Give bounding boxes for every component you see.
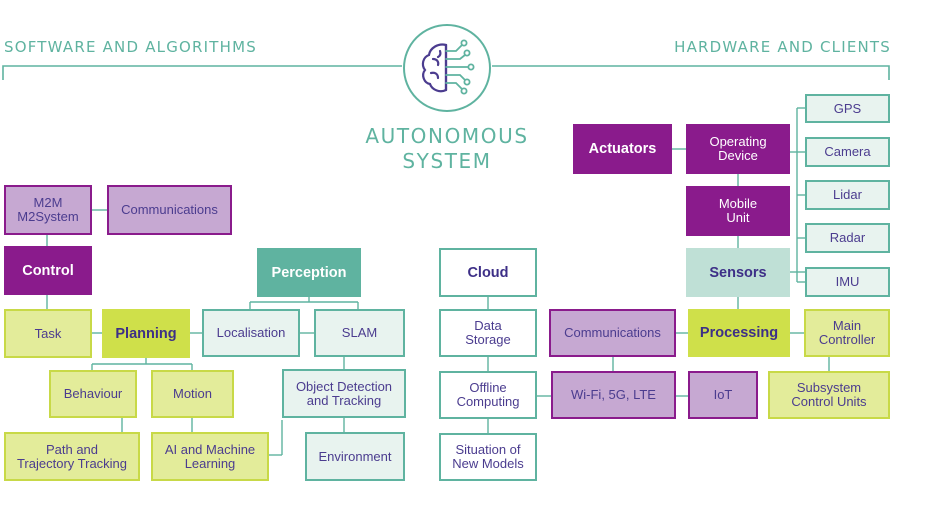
node-iot: IoT (688, 371, 758, 419)
node-camera: Camera (805, 137, 890, 167)
node-localisation: Localisation (202, 309, 300, 357)
node-planning: Planning (102, 309, 190, 358)
node-m2m: M2M M2System (4, 185, 92, 235)
title-line-2: SYSTEM (402, 149, 492, 173)
header-software-algorithms: SOFTWARE AND ALGORITHMS (4, 38, 257, 56)
node-ai-ml: AI and Machine Learning (151, 432, 269, 481)
node-offline-computing: Offline Computing (439, 371, 537, 419)
node-imu: IMU (805, 267, 890, 297)
node-communications-top: Communications (107, 185, 232, 235)
node-new-models: Situation of New Models (439, 433, 537, 481)
node-control: Control (4, 246, 92, 295)
node-path-tracking: Path and Trajectory Tracking (4, 432, 140, 481)
node-main-controller: Main Controller (804, 309, 890, 357)
node-cloud: Cloud (439, 248, 537, 297)
node-object-detection: Object Detection and Tracking (282, 369, 406, 418)
node-processing: Processing (688, 309, 790, 357)
node-motion: Motion (151, 370, 234, 418)
node-task: Task (4, 309, 92, 358)
node-mobile-unit: Mobile Unit (686, 186, 790, 236)
node-perception: Perception (257, 248, 361, 297)
node-gps: GPS (805, 94, 890, 123)
node-environment: Environment (305, 432, 405, 481)
brain-circuit-icon (403, 24, 491, 112)
node-lidar: Lidar (805, 180, 890, 210)
node-slam: SLAM (314, 309, 405, 357)
node-wifi-5g-lte: Wi-Fi, 5G, LTE (551, 371, 676, 419)
node-operating-device: Operating Device (686, 124, 790, 174)
node-data-storage: Data Storage (439, 309, 537, 357)
header-hardware-clients: HARDWARE AND CLIENTS (674, 38, 891, 56)
title-line-1: AUTONOMOUS (365, 124, 529, 148)
node-radar: Radar (805, 223, 890, 253)
node-behaviour: Behaviour (49, 370, 137, 418)
page-title: AUTONOMOUS SYSTEM (346, 124, 548, 174)
node-actuators: Actuators (573, 124, 672, 174)
node-subsystem-control-units: Subsystem Control Units (768, 371, 890, 419)
node-communications-mid: Communications (549, 309, 676, 357)
node-sensors: Sensors (686, 248, 790, 297)
